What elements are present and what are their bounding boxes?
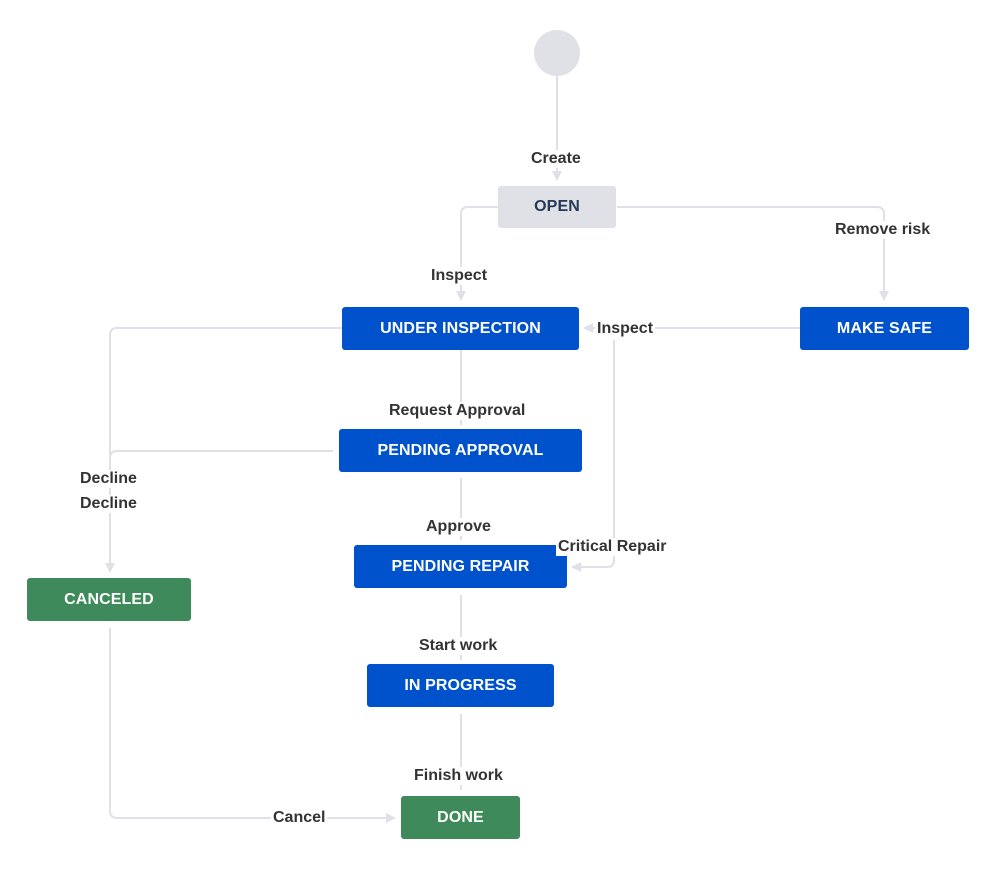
start-node[interactable]: [534, 30, 580, 76]
status-in-progress[interactable]: IN PROGRESS: [367, 664, 554, 707]
transition-label-cancel[interactable]: Cancel: [271, 809, 328, 827]
status-done[interactable]: DONE: [401, 796, 520, 839]
edge-cancel: [109, 628, 396, 823]
transition-label-start-work[interactable]: Start work: [417, 637, 500, 655]
transition-label-critical-repair[interactable]: Critical Repair: [556, 538, 669, 556]
transition-label-finish-work[interactable]: Finish work: [412, 767, 505, 785]
transition-label-create[interactable]: Create: [529, 150, 583, 168]
transition-label-decline-approval[interactable]: Decline: [78, 495, 139, 513]
edge-decline-inspection: [105, 327, 342, 573]
transition-label-inspect-open[interactable]: Inspect: [429, 267, 490, 285]
status-pending-approval[interactable]: PENDING APPROVAL: [339, 429, 582, 472]
transition-label-remove-risk[interactable]: Remove risk: [833, 221, 933, 239]
transition-label-decline-inspection[interactable]: Decline: [78, 470, 139, 488]
transition-label-inspect-make-safe[interactable]: Inspect: [595, 320, 656, 338]
status-open[interactable]: OPEN: [498, 186, 616, 228]
status-canceled[interactable]: CANCELED: [27, 578, 191, 621]
edge-decline-approval: [109, 450, 333, 470]
edge-inspect-open: [456, 206, 498, 301]
status-make-safe[interactable]: MAKE SAFE: [800, 307, 969, 350]
edge-critical-repair: [571, 340, 615, 572]
edge-remove-risk: [617, 206, 889, 301]
transition-label-approve[interactable]: Approve: [424, 518, 493, 536]
transition-label-request-approval[interactable]: Request Approval: [387, 402, 528, 420]
status-under-inspection[interactable]: UNDER INSPECTION: [342, 307, 579, 350]
status-pending-repair[interactable]: PENDING REPAIR: [354, 545, 567, 588]
